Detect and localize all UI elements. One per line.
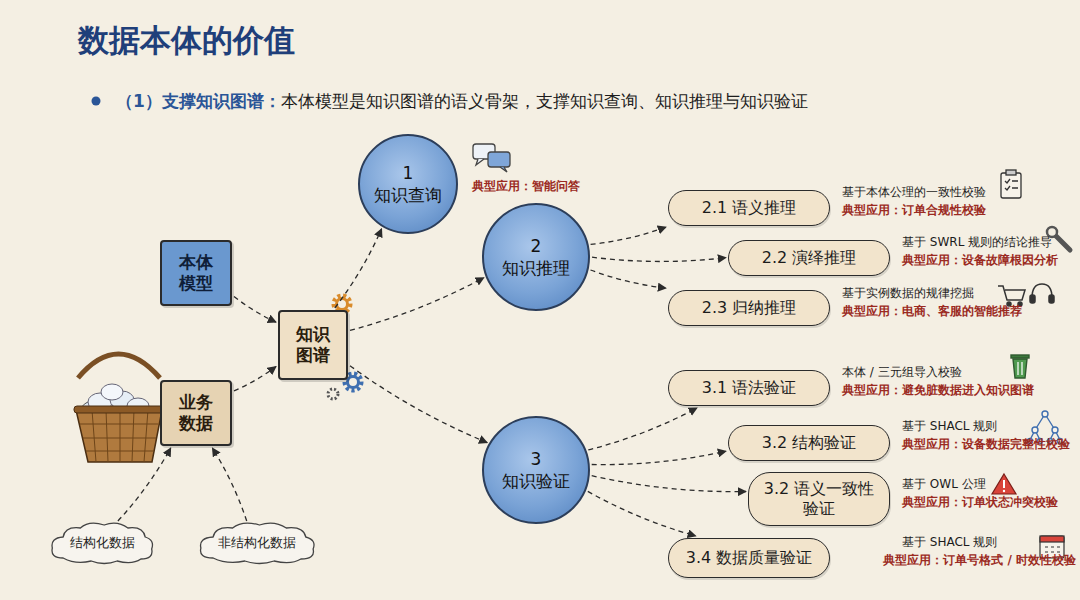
subtitle-text: （1）支撑知识图谱： bbox=[116, 90, 281, 113]
dashed-arrow bbox=[350, 278, 484, 331]
method-pill: 2.1 语义推理 bbox=[668, 190, 830, 226]
chat-icon bbox=[473, 144, 510, 172]
warning-icon bbox=[992, 474, 1016, 494]
method-note: 本体 / 三元组导入校验 bbox=[842, 364, 962, 381]
dashed-arrow bbox=[588, 408, 697, 450]
dashed-arrow bbox=[591, 227, 666, 244]
source-cloud: 结构化数据 bbox=[48, 520, 156, 566]
node-text: 非结构化数据 bbox=[218, 535, 296, 552]
dashed-arrow bbox=[234, 367, 276, 391]
data-box: 业务数据 bbox=[160, 380, 232, 446]
dashed-arrow bbox=[592, 257, 726, 261]
node-text: 知识图谱 bbox=[292, 324, 334, 367]
method-note: 基于 SHACL 规则 bbox=[902, 418, 997, 435]
model-box: 本体模型 bbox=[160, 240, 232, 306]
dashed-arrow bbox=[118, 448, 171, 521]
trash-icon bbox=[1011, 355, 1029, 378]
bullet-dot bbox=[92, 97, 101, 106]
method-pill: 2.3 归纳推理 bbox=[668, 290, 830, 326]
node-text: 3.4 数据质量验证 bbox=[686, 548, 813, 568]
node-text: 本体模型 bbox=[174, 252, 218, 295]
node-text: 3.2 语义一致性验证 bbox=[763, 479, 875, 519]
node-text: 2.3 归纳推理 bbox=[702, 298, 797, 318]
dashed-arrow bbox=[592, 451, 726, 464]
capability-circle: 1知识查询 bbox=[358, 134, 458, 234]
subtitle-text: 本体模型是知识图谱的语义骨架，支撑知识查询、知识推理与知识验证 bbox=[281, 90, 808, 113]
application-note: 典型应用：订单号格式 / 时效性校验 bbox=[883, 552, 1076, 569]
node-text: 3.2 结构验证 bbox=[762, 433, 857, 453]
node-text: 结构化数据 bbox=[70, 535, 135, 552]
dashed-arrow bbox=[588, 491, 696, 536]
node-text: 3 bbox=[531, 448, 542, 470]
method-note: 基于 SWRL 规则的结论推导 bbox=[902, 234, 1052, 251]
node-text: 1 bbox=[403, 162, 414, 184]
node-text: 业务数据 bbox=[174, 392, 218, 435]
method-note: 基于实例数据的规律挖掘 bbox=[842, 285, 974, 302]
application-note: 典型应用：避免脏数据进入知识图谱 bbox=[842, 382, 1034, 399]
node-text: 3.1 语法验证 bbox=[702, 378, 797, 398]
graph-box: 知识图谱 bbox=[278, 310, 348, 380]
application-note: 典型应用：订单合规性校验 bbox=[842, 202, 986, 219]
node-text: 知识验证 bbox=[502, 470, 570, 492]
method-pill: 3.2 结构验证 bbox=[728, 425, 890, 461]
subtitle-line: （1）支撑知识图谱：本体模型是知识图谱的语义骨架，支撑知识查询、知识推理与知识验… bbox=[116, 90, 808, 113]
application-note: 典型应用：订单状态冲突校验 bbox=[902, 494, 1058, 511]
source-cloud: 非结构化数据 bbox=[196, 520, 318, 566]
method-pill: 2.2 演绎推理 bbox=[728, 240, 890, 276]
dashed-arrow bbox=[234, 296, 276, 322]
node-text: 2 bbox=[531, 235, 542, 257]
node-text: 知识推理 bbox=[502, 257, 570, 279]
dashed-arrow bbox=[350, 366, 487, 443]
application-note: 典型应用：电商、客服的智能推荐 bbox=[842, 303, 1022, 320]
capability-circle: 2知识推理 bbox=[482, 203, 590, 311]
cart-headset-icon bbox=[998, 284, 1054, 306]
dashed-arrow bbox=[212, 448, 246, 521]
dashed-arrow bbox=[592, 476, 746, 492]
page-title: 数据本体的价值 bbox=[78, 20, 295, 62]
application-note: 典型应用：智能问答 bbox=[472, 178, 580, 195]
node-text: 2.1 语义推理 bbox=[702, 198, 797, 218]
method-note: 基于 SHACL 规则 bbox=[902, 534, 997, 551]
application-note: 典型应用：设备数据完整性校验 bbox=[902, 436, 1070, 453]
method-note: 基于本体公理的一致性校验 bbox=[842, 184, 986, 201]
capability-circle: 3知识验证 bbox=[482, 416, 590, 524]
application-note: 典型应用：设备故障根因分析 bbox=[902, 252, 1058, 269]
basket-illustration bbox=[74, 354, 164, 462]
dashed-arrow bbox=[335, 229, 382, 308]
clipboard-icon bbox=[1001, 170, 1021, 198]
node-text: 知识查询 bbox=[374, 184, 442, 206]
method-note: 基于 OWL 公理 bbox=[902, 476, 986, 493]
method-pill: 3.4 数据质量验证 bbox=[668, 538, 830, 578]
node-text: 2.2 演绎推理 bbox=[762, 248, 857, 268]
method-pill: 3.2 语义一致性验证 bbox=[748, 472, 890, 526]
method-pill: 3.1 语法验证 bbox=[668, 370, 830, 406]
dashed-arrow bbox=[591, 270, 667, 288]
